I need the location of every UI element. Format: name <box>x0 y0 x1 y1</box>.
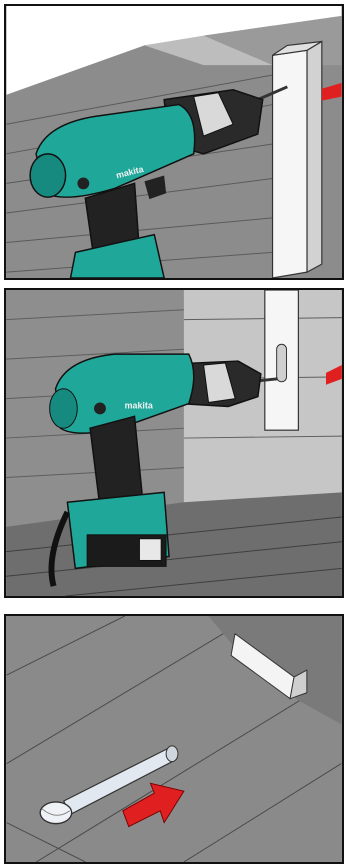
panel-drill-post-middle: makita <box>4 288 344 598</box>
panel-drill-post-top: makita <box>4 4 344 280</box>
brand-label: makita <box>125 400 153 410</box>
panel-bolt-insert <box>4 614 344 864</box>
post-icon <box>265 290 299 430</box>
drill-scene-1: makita <box>6 6 342 278</box>
bolt-scene <box>6 616 342 862</box>
drill-scene-2: makita <box>6 290 342 596</box>
post-icon <box>273 41 322 278</box>
